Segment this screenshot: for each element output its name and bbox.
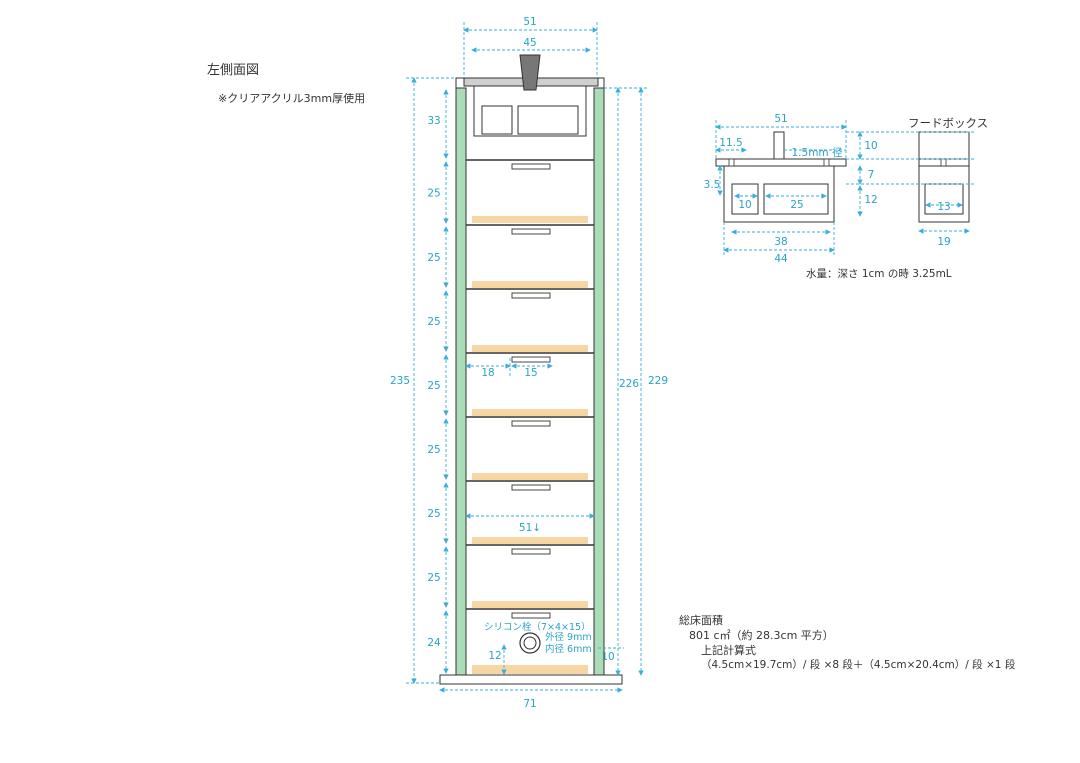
dim-base-width: 71	[523, 698, 536, 710]
drawer-handle	[511, 548, 551, 555]
floor-area-value: 801 c㎡（約 28.3cm 平方）	[689, 629, 834, 642]
outer-diameter-label: 外径 9mm	[545, 631, 592, 643]
shelf-floor	[472, 473, 588, 480]
silicon-plug-label: シリコン栓（7×4×15）	[484, 621, 591, 633]
hood-dim-h-mid: 7	[868, 169, 875, 181]
dim-pitch-right: 15	[524, 367, 537, 379]
base-plate	[439, 674, 623, 685]
silicon-plug-icon	[519, 632, 541, 654]
hood-dim-inner-b: 25	[790, 199, 803, 211]
hood-dim-h-low: 12	[864, 194, 877, 206]
shelf-floor	[472, 345, 588, 352]
dim-section-std: 25	[427, 252, 440, 264]
hood-dim-base-a: 38	[774, 236, 787, 248]
shelf-floor	[472, 601, 588, 608]
material-note: ※クリアアクリル3mm厚使用	[218, 92, 366, 105]
drawer-handle	[511, 228, 551, 235]
dim-top-outer: 51	[523, 16, 536, 28]
shelf-floor	[472, 281, 588, 288]
dim-foot: 10	[601, 651, 614, 663]
hood-box-detail: 51 11.5 1.5mm 径 3.5 10 7 12 10 25 38 44 …	[704, 113, 975, 265]
dim-section-top: 33	[427, 115, 440, 127]
hood-dim-side-w: 19	[937, 236, 950, 248]
hood-dim-base-b: 44	[774, 253, 788, 265]
dim-bottom-offset: 12	[488, 650, 501, 662]
hood-dim-left-h: 3.5	[704, 179, 721, 191]
water-note: 水量：深さ 1cm の時 3.25mL	[806, 268, 952, 280]
drawer-handle	[511, 420, 551, 427]
floor-area-label: 総床面積	[679, 614, 723, 627]
dimension-lines	[406, 22, 648, 693]
shelf-floor	[472, 409, 588, 416]
calc-label: 上記計算式	[701, 644, 756, 657]
dim-shelf-depth: 51↓	[519, 522, 541, 534]
hood-title: フードボックス	[908, 116, 989, 130]
dim-section-bottom: 24	[427, 637, 441, 649]
dim-section-std: 25	[427, 508, 440, 520]
dimension-labels: 51 45 235 226 229 71 10 33 18 15 51↓ 12 …	[390, 16, 668, 710]
drawer-handle	[511, 484, 551, 491]
dim-section-std: 25	[427, 380, 440, 392]
hood-box-in-cabinet	[473, 85, 587, 137]
dim-section-std: 25	[427, 316, 440, 328]
dim-section-std: 25	[427, 188, 440, 200]
left-wall	[455, 87, 467, 676]
hood-dim-width: 51	[774, 113, 787, 125]
bottle-nozzle	[519, 54, 541, 91]
drawer-handle	[511, 356, 551, 363]
drawer-handle	[511, 292, 551, 299]
dim-top-inner: 45	[523, 37, 536, 49]
shelf-floor	[472, 667, 588, 674]
drawing-title: 左側面図	[207, 63, 260, 78]
hood-dim-inner-a: 10	[738, 199, 751, 211]
calc-formula: （4.5cm×19.7cm）/ 段 ×8 段＋（4.5cm×20.4cm）/ 段…	[701, 659, 1016, 671]
hood-dim-hole: 1.5mm 径	[792, 146, 843, 159]
dim-section-std: 25	[427, 572, 440, 584]
dim-section-std: 25	[427, 444, 440, 456]
hood-dim-side-inner: 13	[937, 201, 950, 213]
shelf-floor	[472, 537, 588, 544]
inner-diameter-label: 内径 6mm	[545, 643, 592, 655]
right-wall	[593, 87, 605, 676]
hood-dim-offset: 11.5	[719, 137, 742, 149]
shelf-floor	[472, 216, 588, 223]
drawer-handle	[511, 163, 551, 170]
hood-dim-h-top: 10	[864, 140, 877, 152]
shelf-levels	[466, 159, 594, 674]
drawer-handle	[511, 612, 551, 619]
cabinet-body	[439, 54, 623, 685]
dim-right-inner: 226	[619, 378, 639, 390]
dim-total-height: 235	[390, 375, 410, 387]
dim-right-outer: 229	[648, 375, 668, 387]
dim-pitch-left: 18	[481, 367, 494, 379]
